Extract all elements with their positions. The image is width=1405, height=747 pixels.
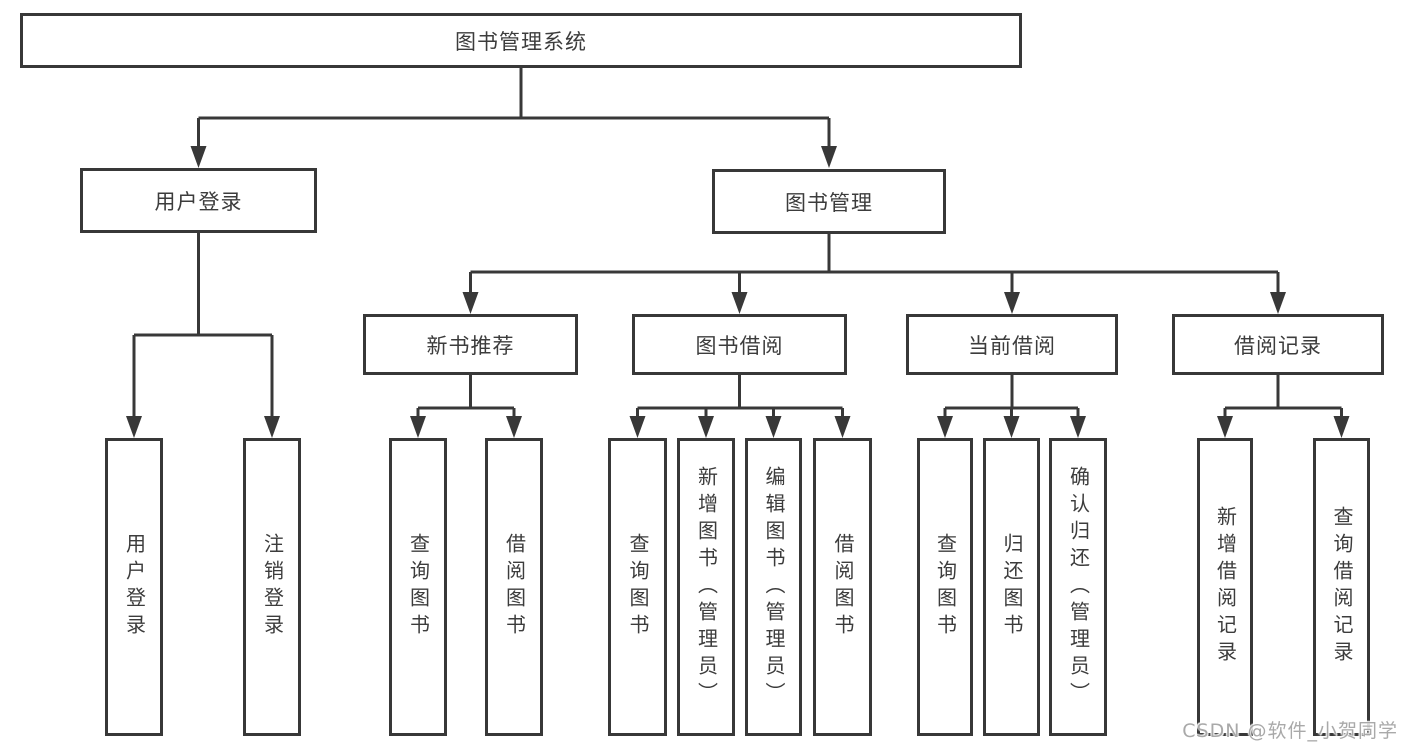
- leaf-borrow-books: 借阅图书: [813, 438, 872, 736]
- node-current-borrow-label: 当前借阅: [968, 333, 1056, 358]
- csdn-watermark: CSDN @软件_小贺同学: [1182, 720, 1398, 742]
- leaf-edit-book-admin: 编辑图书（管理员）: [745, 438, 802, 736]
- node-new-book-recommend: 新书推荐: [363, 314, 578, 375]
- leaf-edit-book-admin-label: 编辑图书（管理员）: [762, 465, 786, 709]
- leaf-user-login-label: 用户登录: [122, 533, 147, 641]
- leaf-logout-label: 注销登录: [260, 533, 285, 641]
- leaf-return-book-label: 归还图书: [1000, 533, 1024, 641]
- node-user-login: 用户登录: [80, 168, 317, 233]
- leaf-confirm-return-admin-label: 确认归还（管理员）: [1066, 465, 1091, 709]
- node-borrow-records-label: 借阅记录: [1234, 333, 1322, 358]
- node-user-login-label: 用户登录: [154, 189, 243, 214]
- leaf-query-books-borrow: 查询图书: [608, 438, 667, 736]
- node-book-management-label: 图书管理: [785, 190, 873, 215]
- leaf-logout: 注销登录: [243, 438, 301, 736]
- leaf-query-borrow-record-label: 查询借阅记录: [1330, 506, 1354, 668]
- node-new-book-recommend-label: 新书推荐: [426, 333, 515, 358]
- leaf-query-books-recommend: 查询图书: [389, 438, 447, 736]
- leaf-return-book: 归还图书: [983, 438, 1040, 736]
- leaf-query-books-recommend-label: 查询图书: [406, 533, 431, 641]
- leaf-query-books-current-label: 查询图书: [933, 533, 958, 641]
- node-root-label: 图书管理系统: [455, 29, 587, 54]
- leaf-add-book-admin: 新增图书（管理员）: [677, 438, 735, 736]
- leaf-borrow-books-label: 借阅图书: [831, 533, 855, 641]
- leaf-confirm-return-admin: 确认归还（管理员）: [1049, 438, 1107, 736]
- node-root: 图书管理系统: [20, 13, 1022, 68]
- node-book-borrow: 图书借阅: [632, 314, 847, 375]
- leaf-add-borrow-record: 新增借阅记录: [1197, 438, 1253, 736]
- node-book-borrow-label: 图书借阅: [695, 333, 784, 358]
- leaf-borrow-books-recommend-label: 借阅图书: [502, 533, 527, 641]
- leaf-borrow-books-recommend: 借阅图书: [485, 438, 543, 736]
- leaf-query-borrow-record: 查询借阅记录: [1313, 438, 1370, 736]
- leaf-query-books-current: 查询图书: [917, 438, 973, 736]
- node-book-management: 图书管理: [712, 169, 946, 234]
- leaf-user-login: 用户登录: [105, 438, 163, 736]
- node-current-borrow: 当前借阅: [906, 314, 1118, 375]
- leaf-add-book-admin-label: 新增图书（管理员）: [694, 465, 719, 709]
- node-borrow-records: 借阅记录: [1172, 314, 1384, 375]
- leaf-add-borrow-record-label: 新增借阅记录: [1213, 506, 1238, 668]
- leaf-query-books-borrow-label: 查询图书: [626, 533, 650, 641]
